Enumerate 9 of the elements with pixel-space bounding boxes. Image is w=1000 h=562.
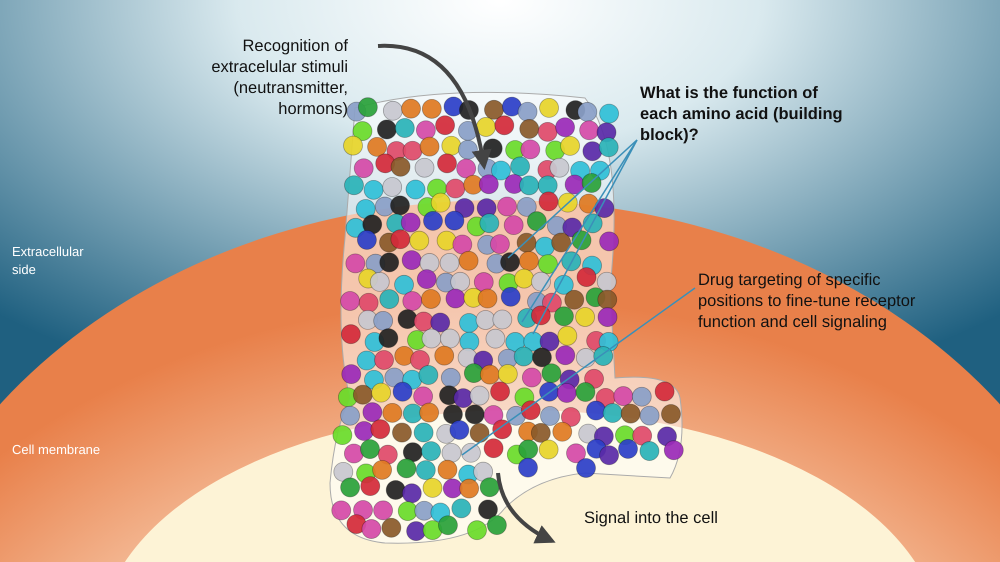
annotation-text: Recognition of extracelular stimuli (neutransmitter, hormons) <box>190 36 348 120</box>
annotation-text: What is the function of each amino acid (building block)? <box>640 83 855 146</box>
curved-arrow <box>378 44 491 170</box>
region-label: Cell membrane <box>12 441 102 459</box>
leader-line <box>508 139 638 259</box>
curved-arrow <box>496 472 556 543</box>
leader-line <box>462 287 696 456</box>
region-label: Extracellular side <box>12 243 85 279</box>
annotation-text: Signal into the cell <box>584 508 724 529</box>
